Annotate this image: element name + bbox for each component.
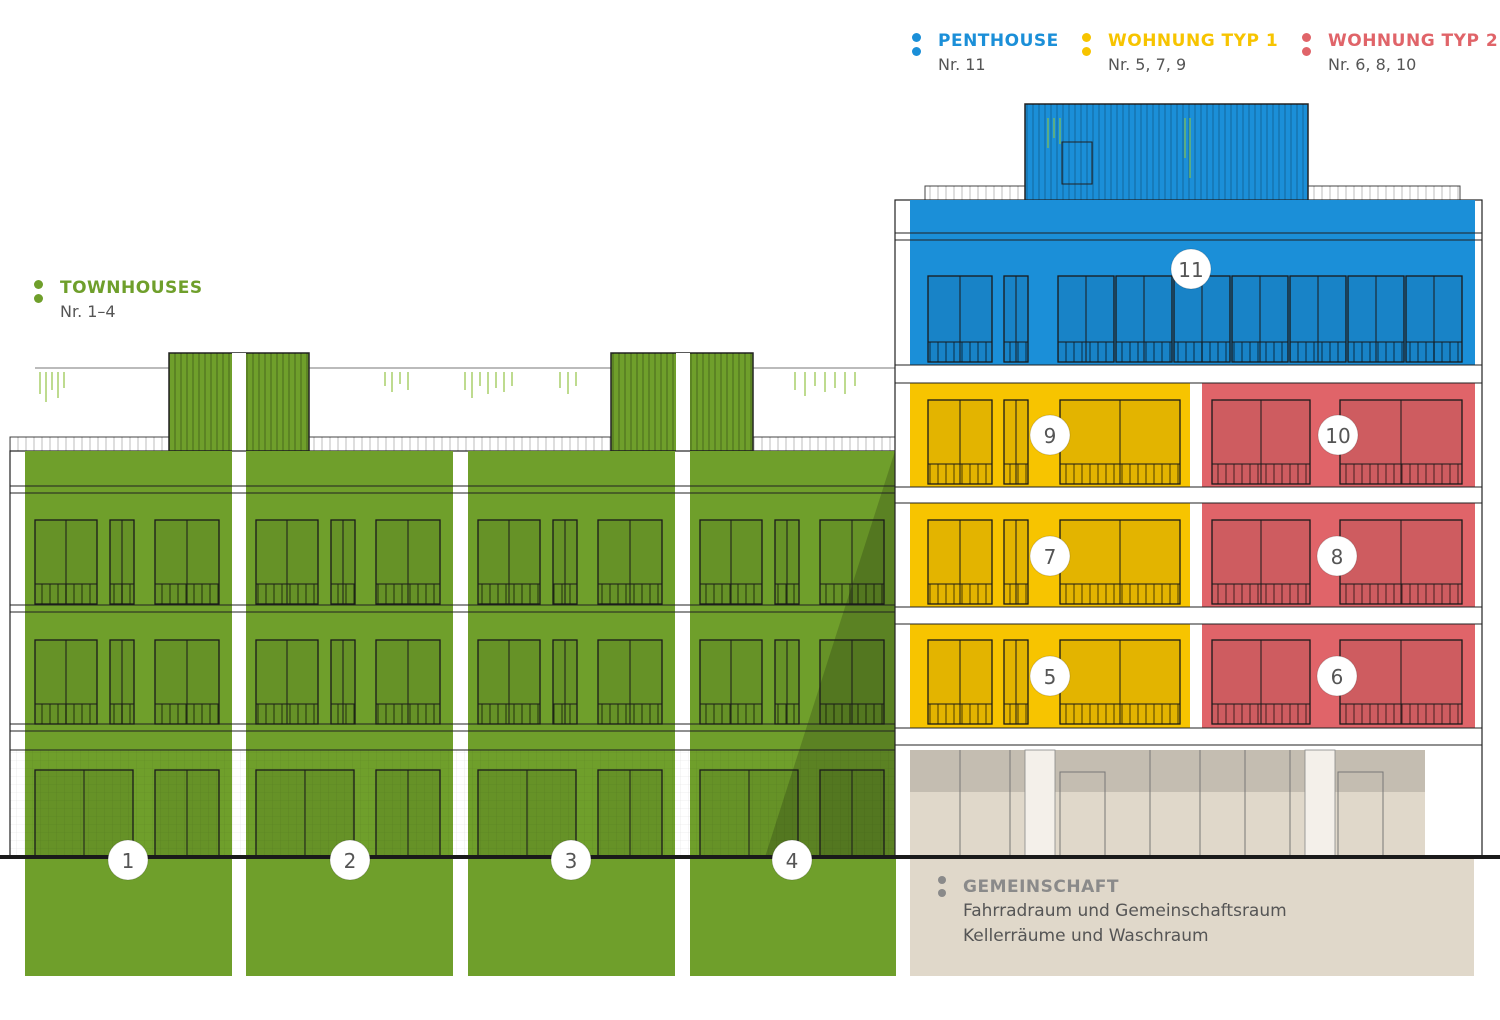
balcony-rail — [1211, 463, 1311, 485]
balcony-rail — [927, 341, 993, 363]
unit-number: 11 — [1178, 258, 1203, 282]
balcony-rail — [819, 703, 885, 725]
legend-line-2: Kellerräume und Waschraum — [963, 926, 1209, 946]
legend-dot — [938, 876, 946, 884]
balcony-rail — [375, 703, 441, 725]
legend-title: PENTHOUSE — [938, 31, 1059, 51]
balcony-rail — [330, 703, 356, 725]
balcony-rail — [927, 463, 993, 485]
balcony-rail — [1003, 341, 1029, 363]
unit-badge-11: 11 — [1170, 248, 1212, 290]
unit-number: 10 — [1325, 424, 1350, 448]
balcony-rail — [1003, 463, 1029, 485]
unit-number: 9 — [1044, 424, 1057, 448]
balcony-rail — [109, 583, 135, 605]
unit-badge-4: 4 — [771, 839, 813, 881]
balcony-rail — [330, 583, 356, 605]
unit-number: 6 — [1331, 665, 1344, 689]
balcony-rail — [1405, 341, 1463, 363]
unit-badge-3: 3 — [550, 839, 592, 881]
balcony-rail — [1347, 341, 1405, 363]
legend-title: GEMEINSCHAFT — [963, 877, 1119, 897]
unit-badge-7: 7 — [1029, 535, 1071, 577]
unit-badge-9: 9 — [1029, 414, 1071, 456]
balcony-rail — [1289, 341, 1347, 363]
balcony-rail — [774, 703, 800, 725]
balcony-rail — [255, 703, 319, 725]
unit-number: 3 — [565, 849, 578, 873]
balcony-rail — [255, 583, 319, 605]
balcony-rail — [477, 583, 541, 605]
unit-badge-10: 10 — [1317, 414, 1359, 456]
legend-title: TOWNHOUSES — [60, 278, 203, 298]
balcony-rail — [1339, 583, 1463, 605]
unit-number: 8 — [1331, 545, 1344, 569]
legend-sub: Nr. 6, 8, 10 — [1328, 55, 1417, 74]
balcony-rail — [1059, 583, 1181, 605]
unit-badge-2: 2 — [329, 839, 371, 881]
balcony-rail — [1211, 583, 1311, 605]
legend-title: WOHNUNG TYP 1 — [1108, 31, 1279, 51]
balcony-rail — [699, 583, 763, 605]
legend-dots — [1082, 33, 1092, 61]
legend-line-1: Fahrradraum und Gemeinschaftsraum — [963, 901, 1287, 921]
unit-number: 5 — [1044, 665, 1057, 689]
unit-badge-5: 5 — [1029, 655, 1071, 697]
balcony-rail — [819, 583, 885, 605]
basement-gemeinschaft — [910, 859, 1474, 976]
unit-number: 1 — [122, 849, 135, 873]
balcony-rail — [1339, 463, 1463, 485]
unit-number: 2 — [344, 849, 357, 873]
balcony-rail — [1173, 341, 1231, 363]
legend-sub: Nr. 11 — [938, 55, 986, 74]
balcony-rail — [774, 583, 800, 605]
legend-title: WOHNUNG TYP 2 — [1328, 31, 1499, 51]
unit-number: 7 — [1044, 545, 1057, 569]
legend-sub: Nr. 5, 7, 9 — [1108, 55, 1187, 74]
balcony-rail — [154, 703, 220, 725]
balcony-rail — [927, 703, 993, 725]
balcony-rail — [1231, 341, 1289, 363]
unit-number: 4 — [786, 849, 799, 873]
balcony-rail — [552, 703, 578, 725]
unit-badge-8: 8 — [1316, 535, 1358, 577]
balcony-rail — [477, 703, 541, 725]
balcony-rail — [1003, 703, 1029, 725]
legend-gemeinschaft: GEMEINSCHAFT Fahrradraum und Gemeinschaf… — [938, 876, 1287, 946]
balcony-rail — [1003, 583, 1029, 605]
legend-dot — [938, 889, 946, 897]
legend-sub: Nr. 1–4 — [60, 302, 116, 321]
apartment-block — [894, 103, 1483, 858]
unit-badge-6: 6 — [1316, 655, 1358, 697]
balcony-rail — [34, 583, 98, 605]
balcony-rail — [109, 703, 135, 725]
balcony-rail — [1211, 703, 1311, 725]
balcony-rail — [1059, 703, 1181, 725]
balcony-rail — [1059, 463, 1181, 485]
balcony-rail — [34, 703, 98, 725]
balcony-rail — [1057, 341, 1115, 363]
townhouse-block — [9, 352, 896, 976]
balcony-rail — [597, 583, 663, 605]
balcony-rail — [1339, 703, 1463, 725]
legend-dots — [34, 280, 44, 308]
balcony-rail — [552, 583, 578, 605]
unit-badge-1: 1 — [107, 839, 149, 881]
balcony-rail — [375, 583, 441, 605]
balcony-rail — [597, 703, 663, 725]
legend-dots — [1302, 33, 1312, 61]
balcony-rail — [1115, 341, 1173, 363]
balcony-rail — [699, 703, 763, 725]
balcony-rail — [154, 583, 220, 605]
legend-dots — [912, 33, 922, 61]
balcony-rail — [927, 583, 993, 605]
